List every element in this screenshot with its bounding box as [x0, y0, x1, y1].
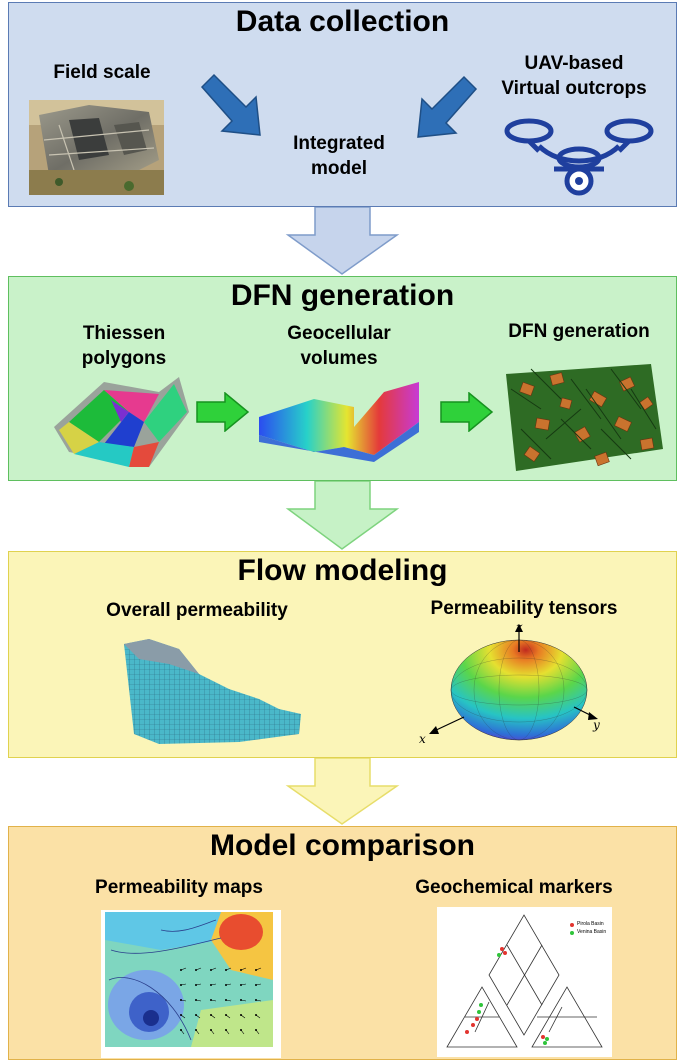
thiessen-polygons-image: [54, 377, 189, 467]
flow-arrow-3-icon: [285, 758, 400, 825]
permeability-ellipsoid-image: [429, 624, 598, 741]
axis-x-label: x: [419, 732, 426, 746]
dfn-label: DFN generation: [508, 321, 650, 342]
permeability-maps-label: Permeability maps: [95, 877, 263, 898]
dfn-network-image: [506, 364, 663, 471]
axis-y-label: y: [593, 718, 600, 732]
flow-arrow-2-icon: [285, 481, 400, 550]
model-comparison-panel: Model comparison Permeability maps Geoch…: [8, 826, 677, 1060]
field-outcrop-photo: [29, 100, 164, 195]
geochem-legend: Pirola Basin Venina Basin: [577, 921, 607, 935]
drone-icon: [504, 118, 654, 196]
field-scale-label: Field scale: [53, 62, 151, 83]
permeability-mesh-image: [124, 639, 301, 744]
data-collection-panel: Data collection Field scale UAV-based Vi…: [8, 2, 677, 207]
geochemical-markers-label: Geochemical markers: [415, 877, 613, 898]
axis-z-label: z: [516, 620, 523, 634]
flow-arrow-1-icon: [285, 207, 400, 275]
geocellular-volume-image: [259, 382, 419, 462]
dfn-generation-panel: DFN generation Thiessen polygons Geocell…: [8, 276, 677, 481]
data-collection-title: Data collection: [235, 5, 450, 38]
piper-diagram-image: [437, 907, 612, 1057]
uav-label: UAV-based Virtual outcrops: [501, 53, 647, 99]
flow-modeling-title: Flow modeling: [237, 554, 448, 587]
flow-modeling-panel: Flow modeling Overall permeability Perme…: [8, 551, 677, 758]
dfn-generation-title: DFN generation: [230, 279, 455, 312]
arrow-uav-to-model-icon: [417, 75, 478, 138]
arrow-field-to-model-icon: [200, 73, 261, 136]
geocellular-label: Geocellular volumes: [287, 323, 391, 369]
model-comparison-title: Model comparison: [209, 829, 476, 862]
permeability-tensors-label: Permeability tensors: [430, 598, 618, 619]
green-arrow-1-icon: [196, 392, 250, 432]
thiessen-label: Thiessen polygons: [81, 323, 167, 369]
integrated-model-label: Integrated model: [293, 133, 385, 179]
green-arrow-2-icon: [440, 392, 494, 432]
permeability-map-image: [101, 910, 281, 1058]
overall-permeability-label: Overall permeability: [106, 600, 288, 621]
